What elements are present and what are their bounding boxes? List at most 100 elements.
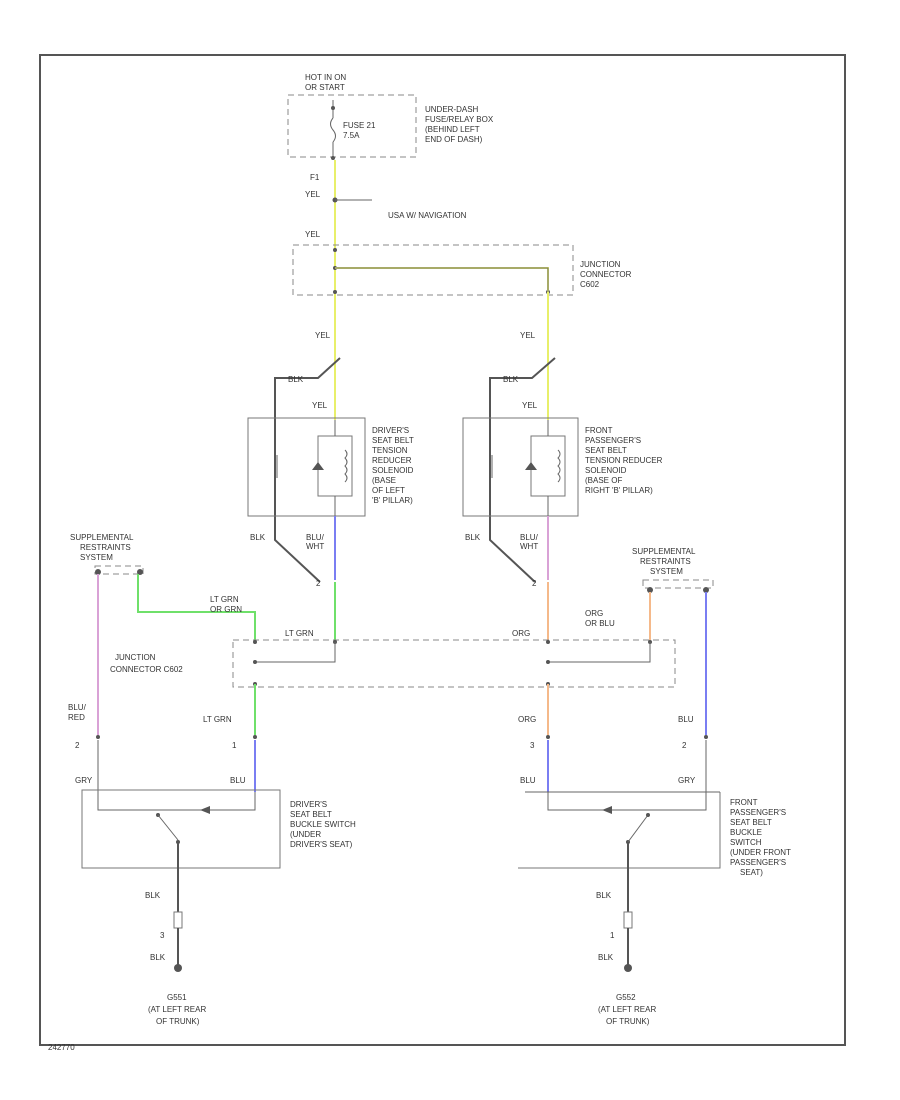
junction-top-label-1: JUNCTION	[580, 260, 621, 269]
drv-sol-label-5: SOLENOID	[372, 466, 414, 475]
ground-left-icon	[174, 964, 182, 972]
drv-buckle-ltgrn-label: LT GRN	[203, 715, 232, 724]
navigation-label: USA W/ NAVIGATION	[388, 211, 467, 220]
srs-left-ltgrn-wire	[137, 574, 256, 640]
pas-yel-inner-label: YEL	[522, 401, 538, 410]
srs-right-outline	[642, 579, 714, 589]
pas-buckle-blu-label: BLU	[520, 776, 536, 785]
pas-buckle-label-3: SEAT BELT	[730, 818, 772, 827]
drv-blk-top-wire	[274, 357, 341, 520]
ground-right-label-2: OF TRUNK)	[606, 1017, 650, 1026]
srs-left-label-2: RESTRAINTS	[80, 543, 131, 552]
junction-top-label-2: CONNECTOR	[580, 270, 632, 279]
mid-org-label-1: ORG	[512, 629, 530, 638]
yel-label-1: YEL	[305, 190, 321, 199]
junction-connector-mid	[232, 639, 676, 688]
drv-sol-label-3: TENSION	[372, 446, 408, 455]
passenger-solenoid-coil	[530, 435, 566, 497]
driver-diode-icon	[312, 462, 324, 470]
drv-buckle-blu-label-2: RED	[68, 713, 85, 722]
pas-sol-pin: 2	[532, 579, 537, 588]
drv-buckle-label-2: SEAT BELT	[290, 810, 332, 819]
pas-buckle-switch-icon	[627, 814, 649, 843]
pas-yel-in-label: YEL	[520, 331, 536, 340]
mid-org-label-2: ORG	[585, 609, 603, 618]
pas-blk-top-wire	[489, 357, 556, 520]
drv-buckle-blk-label-2: BLK	[150, 953, 166, 962]
drv-buckle-arrow-icon	[200, 806, 210, 814]
pas-blk-out-wire	[489, 520, 536, 583]
pas-buckle-pin-2: 2	[682, 741, 687, 750]
srs-left-label-3: SYSTEM	[80, 553, 113, 562]
drv-blk-label: BLK	[250, 533, 266, 542]
pas-ground-connector	[623, 911, 633, 929]
drv-buckle-gry-label: GRY	[75, 776, 93, 785]
pas-blk-top-label: BLK	[503, 375, 519, 384]
fusebox-label-2: FUSE/RELAY BOX	[425, 115, 494, 124]
drv-buckle-switch-icon	[157, 814, 179, 841]
mid-ltgrn-label-3: LT GRN	[285, 629, 314, 638]
drv-buckle-label-3: BUCKLE SWITCH	[290, 820, 356, 829]
drv-buckle-pin-2: 2	[75, 741, 80, 750]
hot-label-1: HOT IN ON	[305, 73, 346, 82]
drv-blu-label-2: WHT	[306, 542, 324, 551]
drv-sol-label-2: SEAT BELT	[372, 436, 414, 445]
drv-buckle-blu-label-1: BLU/	[68, 703, 87, 712]
drv-blu-label-1: BLU/	[306, 533, 325, 542]
pas-buckle-label-1: FRONT	[730, 798, 758, 807]
mid-ltgrn-label-1: LT GRN	[210, 595, 239, 604]
driver-coil-icon	[344, 449, 348, 483]
pas-buckle-label-5: SWITCH	[730, 838, 762, 847]
footer-code: 242770	[48, 1043, 75, 1052]
drv-buckle-pin-1: 1	[232, 741, 237, 750]
fuse-symbol	[330, 117, 336, 143]
fusebox-label-3: (BEHIND LEFT	[425, 125, 480, 134]
srs-right-label-2: RESTRAINTS	[640, 557, 691, 566]
ground-left-label-1: (AT LEFT REAR	[148, 1005, 206, 1014]
srs-left-label-1: SUPPLEMENTAL	[70, 533, 134, 542]
diagram-frame	[39, 54, 846, 1046]
yel-wire-branch	[335, 267, 549, 420]
yel-label-2: YEL	[305, 230, 321, 239]
f1-pin-label: F1	[310, 173, 320, 182]
drv-sol-label-7: OF LEFT	[372, 486, 405, 495]
hot-label-2: OR START	[305, 83, 345, 92]
passenger-solenoid-box	[462, 417, 579, 517]
drv-buckle-pin-3: 3	[160, 931, 165, 940]
ground-left-label-2: OF TRUNK)	[156, 1017, 200, 1026]
driver-solenoid-box	[247, 417, 366, 517]
pas-buckle-label-2: PASSENGER'S	[730, 808, 786, 817]
drv-buckle-label-1: DRIVER'S	[290, 800, 327, 809]
fusebox-label-4: END OF DASH)	[425, 135, 483, 144]
drv-sol-label-6: (BASE	[372, 476, 396, 485]
pas-buckle-label-8: SEAT)	[740, 868, 763, 877]
drv-ground-connector	[173, 911, 183, 929]
srs-left-outline	[94, 565, 144, 575]
mid-org-label-3: OR BLU	[585, 619, 615, 628]
drv-sol-label-1: DRIVER'S	[372, 426, 409, 435]
fuse-label: FUSE 21	[343, 121, 376, 130]
pas-sol-label-4: TENSION REDUCER	[585, 456, 663, 465]
driver-buckle-switch-box	[81, 789, 281, 869]
pas-sol-label-1: FRONT	[585, 426, 613, 435]
ground-right-label-1: (AT LEFT REAR	[598, 1005, 656, 1014]
srs-right-label-1: SUPPLEMENTAL	[632, 547, 696, 556]
passenger-buckle-switch-box	[518, 792, 721, 869]
drv-blk-out-wire	[274, 520, 321, 583]
junction-connector-top	[292, 244, 574, 296]
ground-right-icon	[624, 964, 632, 972]
pas-buckle-gry-label: GRY	[678, 776, 696, 785]
pas-sol-label-3: SEAT BELT	[585, 446, 627, 455]
pas-buckle-org-label: ORG	[518, 715, 536, 724]
drv-sol-label-4: REDUCER	[372, 456, 412, 465]
pas-sol-label-2: PASSENGER'S	[585, 436, 641, 445]
junction-top-label-3: C602	[580, 280, 600, 289]
drv-buckle-blk-label: BLK	[145, 891, 161, 900]
pas-buckle-pin-1: 1	[610, 931, 615, 940]
fuse-box-outline	[287, 94, 417, 158]
pas-buckle-pin-3: 3	[530, 741, 535, 750]
drv-sol-label-8: 'B' PILLAR)	[372, 496, 413, 505]
drv-blk-top-label: BLK	[288, 375, 304, 384]
